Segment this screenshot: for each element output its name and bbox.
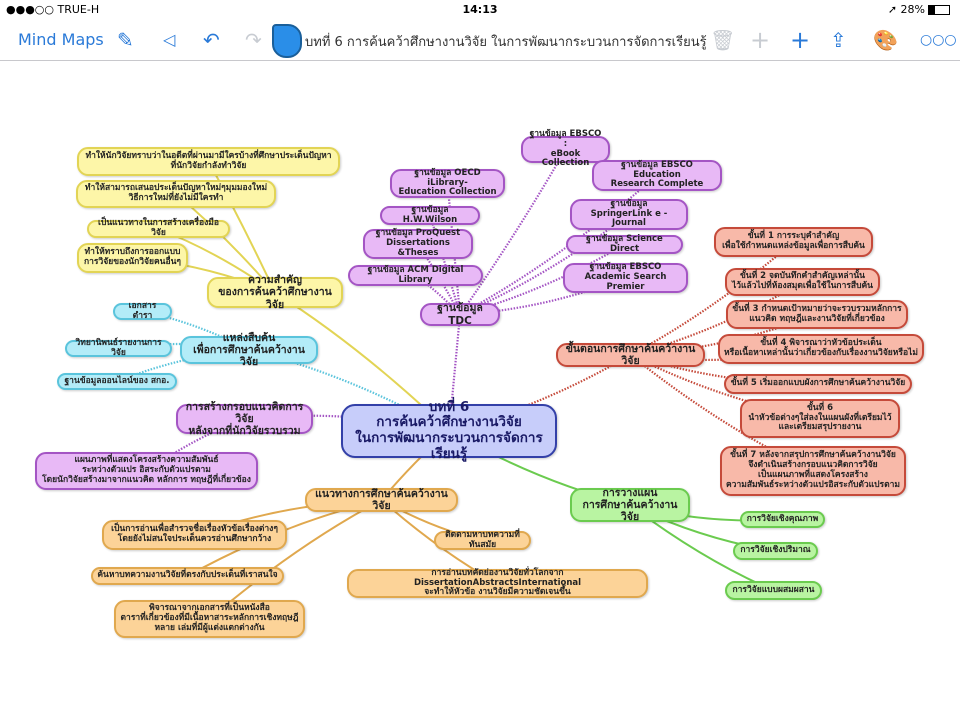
main-topic[interactable]: แหล่งสืบค้น เพื่อการศึกษาค้นคว้างานวิจัย <box>180 332 318 368</box>
subtopic[interactable]: ทำให้ทราบถึงการออกแบบ การวิจัยของนักวิจั… <box>77 243 188 273</box>
main-topic[interactable]: ความสำคัญ ของการค้นคว้าศึกษางานวิจัย <box>207 274 343 311</box>
mind-map-canvas[interactable]: บทที่ 6 การค้นคว้าศึกษางานวิจัย ในการพัฒ… <box>0 61 960 720</box>
location-arrow-icon: ➚ <box>887 3 901 16</box>
child-connector <box>459 243 626 316</box>
subtopic[interactable]: พิจารณาจากเอกสารที่เป็นหนังสือ ตาราที่เก… <box>114 600 305 638</box>
subtopic[interactable]: วิทยานิพนธ์รายงานการวิจัย <box>65 338 172 357</box>
trash-icon[interactable]: 🗑 <box>710 28 736 52</box>
subtopic[interactable]: เป็นการอ่านเพื่อสำรวจชื่อเรื่องหัวข้อเรื… <box>102 520 287 550</box>
subtopic[interactable]: ขั้นที่ 1 การระบุคำสำคัญ เพื่อใช้กำหนดแห… <box>714 227 873 257</box>
subtopic[interactable]: ขั้นที่ 7 หลังจากสรุปการศึกษาค้นคว้างานว… <box>720 446 906 496</box>
subtopic[interactable]: การวิจัยเชิงคุณภาพ <box>740 511 825 528</box>
subtopic[interactable]: ขั้นที่ 3 กำหนดเป้าหมายว่าจะรวบรวมหลักกา… <box>726 300 908 329</box>
subtopic[interactable]: การวิจัยเชิงปริมาณ <box>733 542 818 560</box>
share-icon[interactable]: ⇪ <box>830 28 847 52</box>
subtopic[interactable]: เอกสารตำรา <box>113 301 172 320</box>
status-bar: ●●●○○ TRUE-H 14:13 ➚ 28% <box>0 0 960 20</box>
clock: 14:13 <box>462 3 498 16</box>
subtopic[interactable]: ฐานข้อมูล EBSCO : eBook Collection <box>521 129 610 168</box>
subtopic[interactable]: การอ่านบทคัดย่องานวิจัยทั่วโลกจาก Disser… <box>347 568 648 598</box>
left-arrow-icon[interactable]: ◁ <box>163 30 176 49</box>
subtopic[interactable]: ฐานข้อมูล H.W.Wilson <box>380 205 480 225</box>
central-topic[interactable]: บทที่ 6 การค้นคว้าศึกษางานวิจัย ในการพัฒ… <box>341 399 557 461</box>
subtopic[interactable]: เป็นแนวทางในการสร้างเครื่องมือวิจัย <box>87 218 230 238</box>
battery-percent: 28% <box>900 3 925 16</box>
edit-icon[interactable]: ✎ <box>117 28 134 52</box>
subtopic[interactable]: ฐานข้อมูล EBSCO Academic Search Premier <box>563 262 688 293</box>
more-icon[interactable]: ○○○ <box>920 32 957 48</box>
child-connector <box>459 148 567 316</box>
subtopic[interactable]: ติดตามหาบทความที่ทันสมัย <box>434 530 531 550</box>
main-topic[interactable]: การวางแผน การศึกษาค้นคว้างานวิจัย <box>570 487 690 523</box>
subtopic[interactable]: ขั้นที่ 4 พิจารณาว่าหัวข้อประเด็น หรือเน… <box>718 334 924 364</box>
subtopic[interactable]: ขั้นที่ 2 จดบันทึกคำสำคัญเหล่านั้น ไว้แล… <box>725 268 880 296</box>
main-topic[interactable]: การสร้างกรอบแนวคิดการวิจัย หลังจากที่นัก… <box>176 401 313 437</box>
subtopic[interactable]: ฐานข้อมูล Science Direct <box>566 234 683 254</box>
add-child-icon[interactable]: + <box>790 26 811 54</box>
subtopic[interactable]: ขั้นที่ 6 นำหัวข้อต่างๆใส่ลงในแผนผังที่เ… <box>740 399 900 438</box>
subtopic[interactable]: ฐานข้อมูล ACM Digital Library <box>348 265 483 286</box>
undo-icon[interactable]: ↶ <box>203 28 220 52</box>
palette-icon[interactable]: 🎨 <box>873 28 898 52</box>
main-topic[interactable]: ฐานข้อมูล TDC <box>420 302 500 327</box>
child-connector <box>629 354 814 472</box>
add-icon[interactable]: + <box>750 26 771 54</box>
battery-indicator: ➚ 28% <box>888 3 950 16</box>
toolbar: Mind Maps ✎ ◁ ↶ ↷ บทที่ 6 การค้นคว้าศึกษ… <box>0 20 960 61</box>
redo-icon[interactable]: ↷ <box>245 28 262 52</box>
mind-maps-back-button[interactable]: Mind Maps <box>18 30 104 49</box>
subtopic[interactable]: การวิจัยแบบผสมผสาน <box>725 581 822 600</box>
subtopic[interactable]: ฐานข้อมูล ProQuest Dissertations &Theses <box>363 228 473 259</box>
carrier-label: ●●●○○ TRUE-H <box>6 3 100 16</box>
subtopic[interactable]: ค้นหาบทความงานวิจัยที่ตรงกับประเด็นที่เร… <box>91 567 284 585</box>
subtopic[interactable]: แผนภาพที่แสดงโครงสร้างความสัมพันธ์ ระหว่… <box>35 452 258 490</box>
subtopic[interactable]: ขั้นที่ 5 เริ่มออกแบบผังการศึกษาค้นคว้าง… <box>724 374 912 394</box>
subtopic[interactable]: ทำให้นักวิจัยทราบว่าในอดีตที่ผ่านมามีใคร… <box>77 147 340 176</box>
battery-icon <box>928 5 950 15</box>
document-icon <box>272 24 302 58</box>
subtopic[interactable]: ฐานข้อมูลออนไลน์ของ สกอ. <box>57 373 177 390</box>
subtopic[interactable]: ฐานข้อมูล OECD iLibrary- Education Colle… <box>390 168 505 198</box>
main-topic[interactable]: แนวทางการศึกษาค้นคว้างานวิจัย <box>305 488 458 512</box>
subtopic[interactable]: ฐานข้อมูล EBSCO Education Research Compl… <box>592 160 722 191</box>
branch-connector <box>448 354 632 433</box>
document-title: บทที่ 6 การค้นคว้าศึกษางานวิจัย ในการพัฒ… <box>305 35 707 50</box>
subtopic[interactable]: ทำให้สามารถเสนอประเด็นปัญหาใหม่ๆมุมมองให… <box>76 180 276 208</box>
subtopic[interactable]: ฐานข้อมูล SpringerLink e -Journal <box>570 199 688 230</box>
main-topic[interactable]: ขั้นตอนการศึกษาค้นคว้างานวิจัย <box>556 343 705 367</box>
